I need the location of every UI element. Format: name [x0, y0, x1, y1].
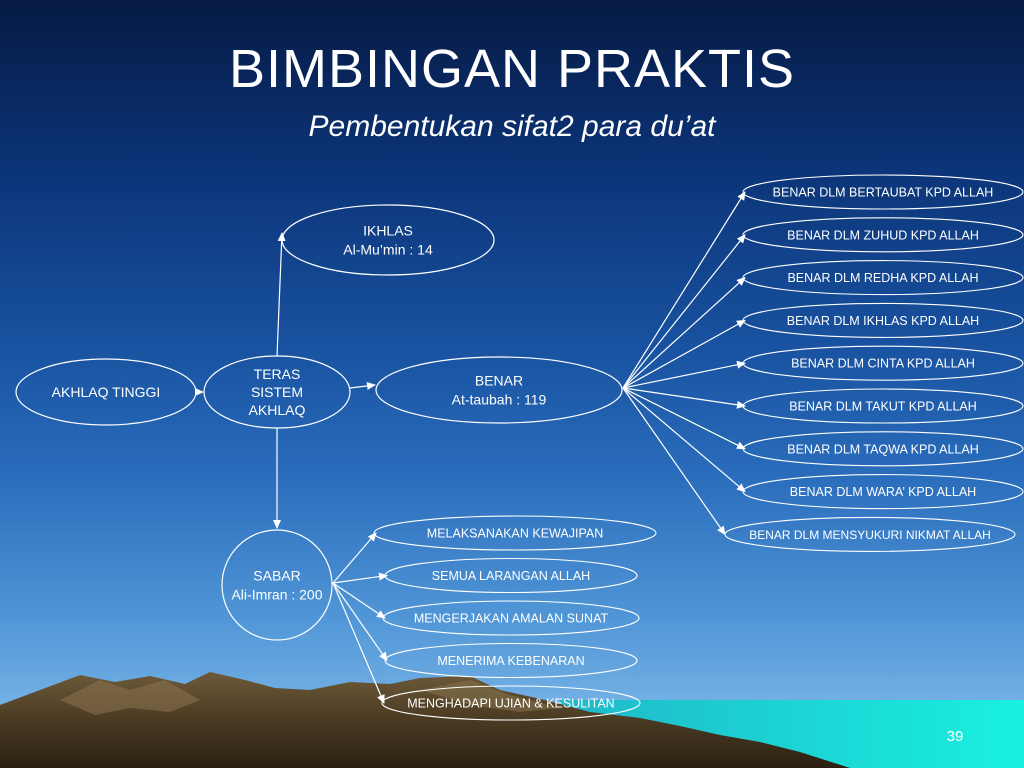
node-teras-sistem-akhlaq-ellipse — [203, 355, 351, 429]
benar-item: BENAR DLM TAQWA KPD ALLAH — [742, 431, 1024, 467]
arrow-benar-to-item — [622, 387, 746, 409]
arrow-benar-to-item — [622, 234, 746, 389]
benar-item-ellipse — [724, 516, 1016, 552]
benar-item-label: BENAR DLM IKHLAS KPD ALLAH — [787, 314, 979, 328]
arrow-teras-to-ikhlas — [276, 232, 286, 357]
benar-item-label: BENAR DLM REDHA KPD ALLAH — [787, 271, 978, 285]
arrow-sabar-to-item — [332, 582, 386, 619]
node-akhlaq-tinggi: AKHLAQ TINGGI — [15, 358, 197, 426]
node-teras-sistem-akhlaq-label: AKHLAQ — [249, 402, 306, 418]
arrow-benar-to-item — [622, 360, 746, 389]
slide-subtitle: Pembentukan sifat2 para du’at — [308, 110, 716, 143]
benar-item: BENAR DLM ZUHUD KPD ALLAH — [742, 217, 1024, 253]
sabar-item-label: MENERIMA KEBENARAN — [437, 654, 584, 668]
benar-item: BENAR DLM TAKUT KPD ALLAH — [742, 388, 1024, 424]
node-benar-label: At-taubah : 119 — [452, 391, 547, 407]
slide-title: BIMBINGAN PRAKTIS — [228, 39, 796, 99]
sabar-item-ellipse — [373, 515, 657, 551]
benar-item: BENAR DLM IKHLAS KPD ALLAH — [742, 302, 1024, 338]
sabar-item-ellipse — [384, 642, 638, 679]
node-benar-label: BENAR — [475, 372, 523, 388]
benar-item: BENAR DLM BERTAUBAT KPD ALLAH — [742, 174, 1024, 210]
sabar-item-label: MELAKSANAKAN KEWAJIPAN — [427, 527, 603, 541]
sabar-item-ellipse — [381, 685, 641, 721]
benar-item-ellipse — [742, 474, 1024, 510]
mountain-highlight — [60, 680, 200, 715]
node-akhlaq-tinggi-ellipse — [15, 358, 197, 426]
benar-item-label: BENAR DLM TAQWA KPD ALLAH — [787, 442, 979, 456]
benar-item-label: BENAR DLM ZUHUD KPD ALLAH — [787, 228, 979, 242]
node-teras-sistem-akhlaq-label: TERAS — [254, 366, 301, 382]
mountain-range — [0, 672, 850, 768]
node-teras-sistem-akhlaq-label: SISTEM — [251, 384, 303, 400]
sabar-item: MENGHADAPI UJIAN & KESULITAN — [381, 685, 641, 721]
sabar-item: MELAKSANAKAN KEWAJIPAN — [373, 515, 657, 551]
sabar-item-ellipse — [384, 557, 638, 594]
benar-item-ellipse — [742, 174, 1024, 210]
benar-item-label: BENAR DLM CINTA KPD ALLAH — [791, 357, 975, 371]
node-akhlaq-tinggi-label: AKHLAQ TINGGI — [52, 384, 161, 400]
arrow-sabar-to-item — [332, 582, 388, 662]
arrow-sabar-to-item — [332, 582, 385, 704]
sabar-item: SEMUA LARANGAN ALLAH — [384, 557, 638, 594]
diagram-edges — [195, 191, 746, 704]
benar-item-ellipse — [742, 388, 1024, 424]
benar-item-ellipse — [742, 217, 1024, 253]
node-ikhlas: IKHLAS Al-Mu’min : 14 — [281, 204, 495, 276]
node-sabar: SABAR Ali-Imran : 200 — [221, 529, 333, 641]
arrow-benar-to-item — [622, 387, 726, 536]
arrow-sabar-to-item — [332, 572, 388, 584]
node-teras-sistem-akhlaq: TERAS SISTEM AKHLAQ — [203, 355, 351, 429]
sabar-item-label: SEMUA LARANGAN ALLAH — [432, 569, 590, 583]
benar-item-label: BENAR DLM MENSYUKURI NIKMAT ALLAH — [749, 528, 991, 542]
diagram-nodes: AKHLAQ TINGGI TERAS SISTEM AKHLAQ IKHLAS Al-M… — [15, 174, 1024, 721]
benar-item: BENAR DLM REDHA KPD ALLAH — [742, 260, 1024, 296]
arrow-sabar-to-item — [332, 532, 377, 584]
benar-item-label: BENAR DLM WARA’ KPD ALLAH — [790, 485, 976, 499]
node-sabar-ellipse — [221, 529, 333, 641]
sabar-item: MENGERJAKAN AMALAN SUNAT — [382, 600, 640, 636]
node-sabar-label: Ali-Imran : 200 — [231, 586, 322, 602]
node-ikhlas-label: IKHLAS — [363, 222, 413, 238]
arrow-benar-to-item — [622, 191, 746, 389]
benar-item: BENAR DLM WARA’ KPD ALLAH — [742, 474, 1024, 510]
node-benar-ellipse — [375, 356, 623, 424]
benar-item-label: BENAR DLM TAKUT KPD ALLAH — [789, 400, 977, 414]
benar-item: BENAR DLM MENSYUKURI NIKMAT ALLAH — [724, 516, 1016, 552]
benar-item-ellipse — [742, 345, 1024, 381]
sabar-item-ellipse — [382, 600, 640, 636]
sabar-item-label: MENGERJAKAN AMALAN SUNAT — [414, 612, 609, 626]
sabar-item-label: MENGHADAPI UJIAN & KESULITAN — [407, 697, 614, 711]
benar-item-ellipse — [742, 302, 1024, 338]
node-sabar-label: SABAR — [253, 567, 300, 583]
arrow-benar-to-item — [622, 319, 746, 389]
sabar-item: MENERIMA KEBENARAN — [384, 642, 638, 679]
page-number: 39 — [946, 728, 964, 745]
benar-item-ellipse — [742, 260, 1024, 296]
node-ikhlas-label: Al-Mu’min : 14 — [343, 241, 433, 257]
benar-item-label: BENAR DLM BERTAUBAT KPD ALLAH — [773, 186, 994, 200]
node-ikhlas-ellipse — [281, 204, 495, 276]
benar-item: BENAR DLM CINTA KPD ALLAH — [742, 345, 1024, 381]
node-benar: BENAR At-taubah : 119 — [375, 356, 623, 424]
benar-item-ellipse — [742, 431, 1024, 467]
arrow-benar-to-item — [622, 387, 746, 450]
arrow-teras-to-benar — [349, 381, 376, 390]
arrow-benar-to-item — [622, 387, 746, 493]
arrow-benar-to-item — [622, 276, 746, 389]
